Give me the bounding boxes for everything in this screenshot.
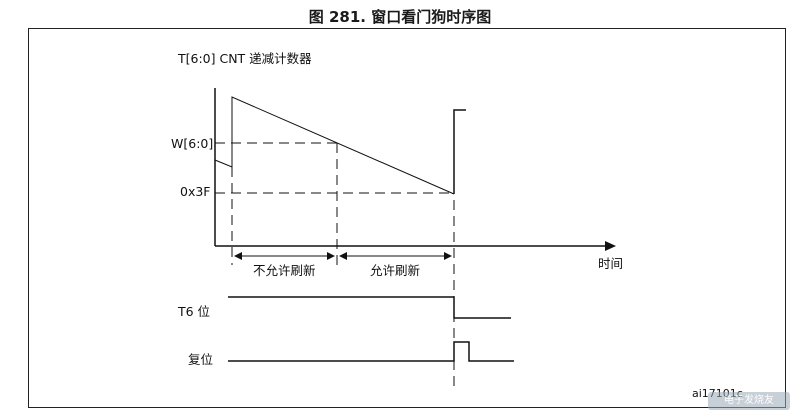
signal-label-t6: T6 位 (177, 304, 210, 319)
y-axis-label: T[6:0] CNT 递减计数器 (177, 51, 312, 66)
figure-frame (28, 28, 786, 408)
arrowhead-right-1 (327, 252, 335, 260)
reset-waveform (228, 341, 514, 362)
arrowhead-left-1 (234, 252, 242, 260)
figure-title: 图 281. 窗口看门狗时序图 (308, 8, 492, 26)
signal-label-reset: 复位 (188, 352, 213, 367)
arrowhead-left-2 (339, 252, 347, 260)
level-label-w: W[6:0] (171, 136, 213, 151)
window-allowed-label: 允许刷新 (370, 263, 420, 278)
watermark-logo: 电子发烧友 (708, 392, 790, 410)
watermark-text: 电子发烧友 (724, 395, 774, 406)
window-not-allowed-label: 不允许刷新 (253, 263, 316, 278)
counter-ramp (214, 96, 455, 195)
x-axis-label: 时间 (598, 256, 623, 271)
x-axis-arrow (605, 241, 616, 251)
counter-reload (453, 109, 466, 194)
arrowhead-right-2 (444, 252, 452, 260)
level-label-0x3f: 0x3F (180, 184, 211, 199)
t6-waveform (228, 296, 511, 319)
